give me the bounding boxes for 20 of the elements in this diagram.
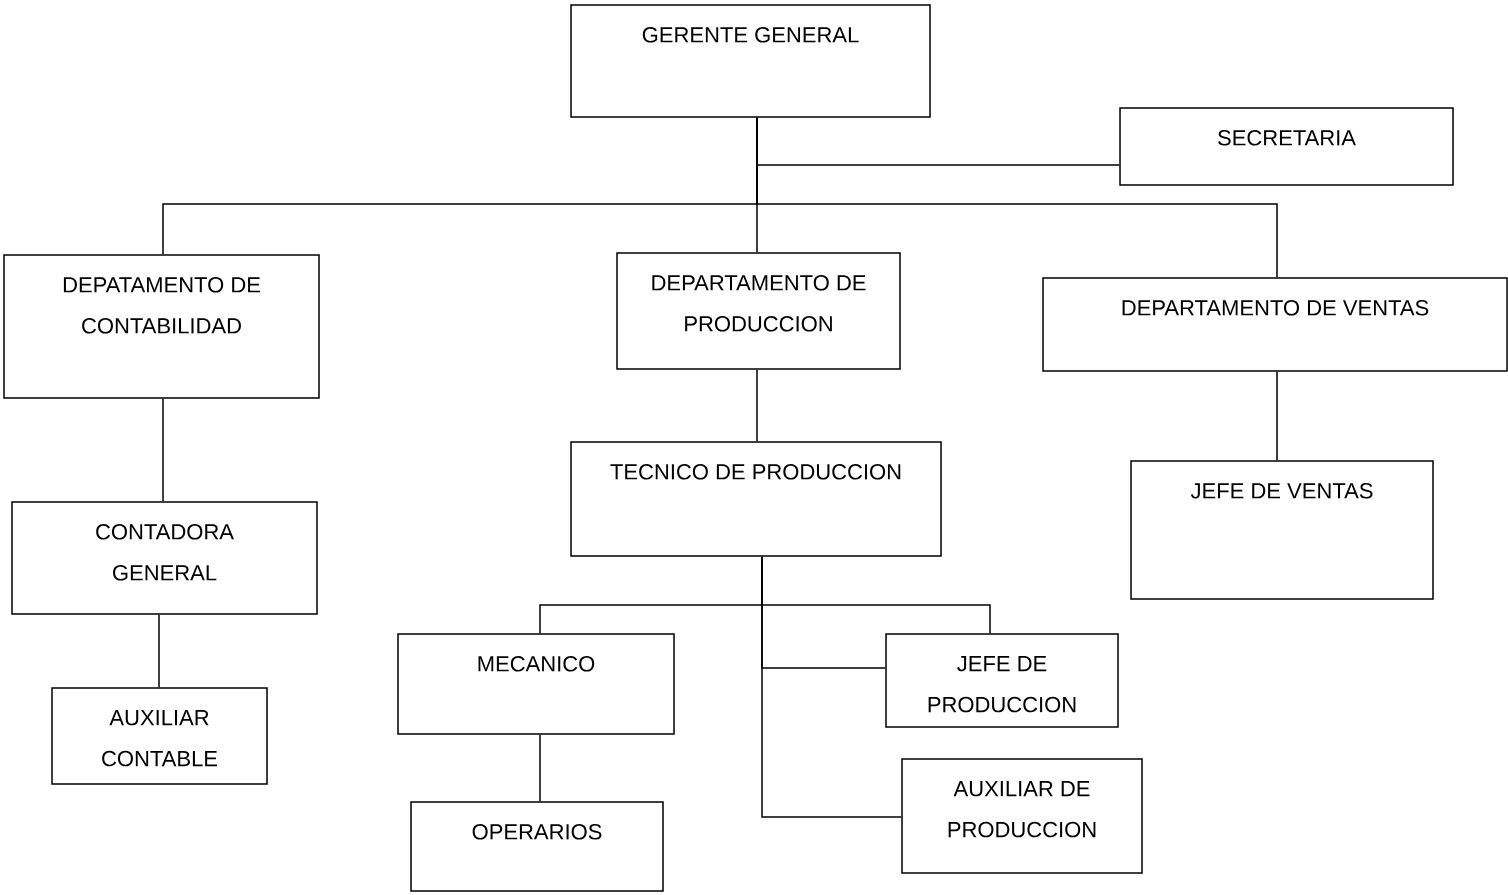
connector-line [756,369,758,442]
org-box: JEFE DE VENTAS [1130,460,1434,600]
org-box: OPERARIOS [410,801,664,892]
org-box: CONTADORA GENERAL [11,501,318,615]
org-box: AUXILIAR DE PRODUCCION [901,758,1143,874]
connector-line [158,614,160,688]
connector-line [162,398,164,502]
connector-line [761,556,902,818]
org-box: DEPARTAMENTO DE VENTAS [1042,277,1508,372]
org-box: DEPARTAMENTO DE PRODUCCION [616,252,901,370]
org-box: GERENTE GENERAL [570,4,931,118]
connector-line [756,117,1278,278]
org-box: AUXILIAR CONTABLE [51,687,268,785]
connector-line [1276,371,1278,461]
org-box: JEFE DE PRODUCCION [885,633,1119,728]
connector-line [539,734,541,802]
org-box: SECRETARIA [1119,107,1454,186]
org-box: TECNICO DE PRODUCCION [570,441,942,557]
org-box: DEPATAMENTO DE CONTABILIDAD [3,254,320,399]
org-box: MECANICO [397,633,675,735]
